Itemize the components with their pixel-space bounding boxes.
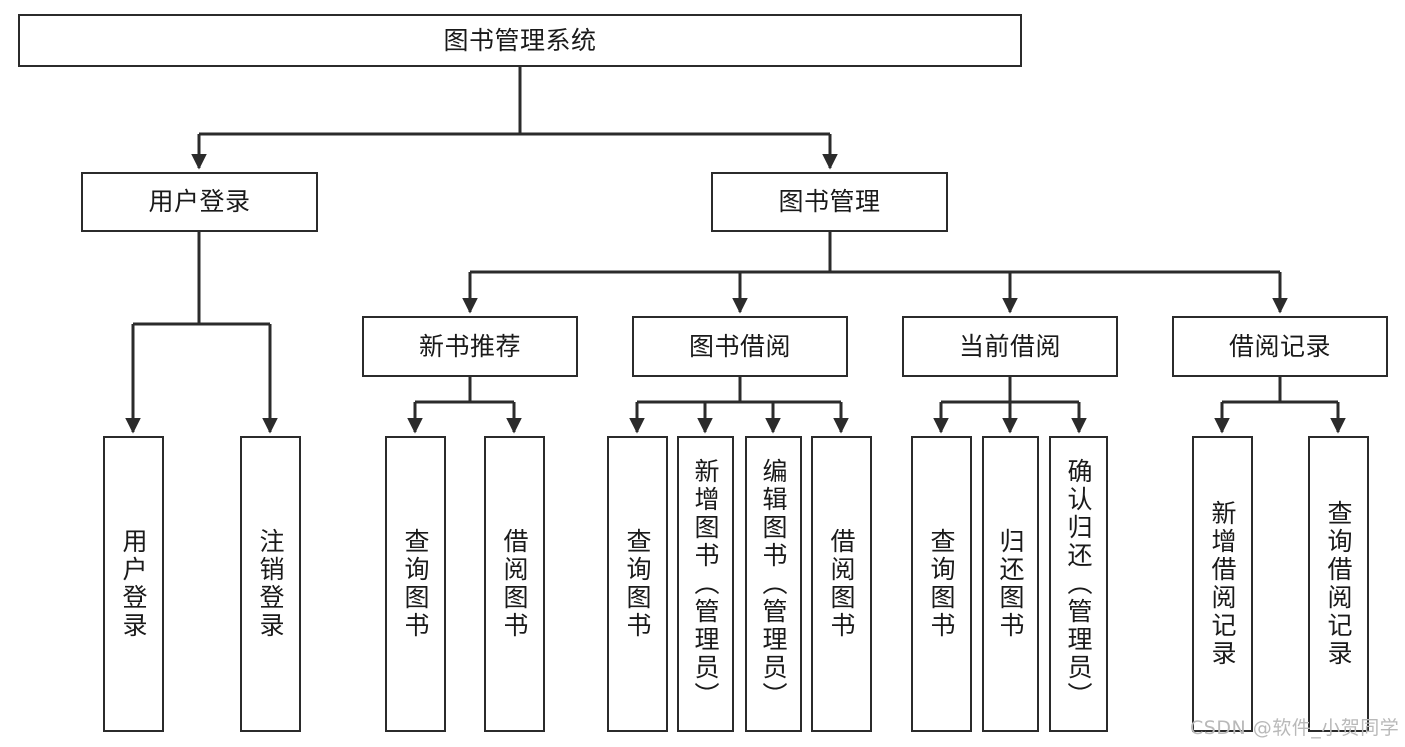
node-leaf-borrow-book-2[interactable]: 借阅图书 — [811, 436, 872, 732]
node-current-borrow-label: 当前借阅 — [958, 331, 1061, 361]
node-leaf-add-book-label: 新增图书（管理员） — [691, 458, 720, 710]
node-leaf-edit-book[interactable]: 编辑图书（管理员） — [745, 436, 802, 732]
node-leaf-query-record[interactable]: 查询借阅记录 — [1308, 436, 1369, 732]
node-leaf-borrow-book-1[interactable]: 借阅图书 — [484, 436, 545, 732]
node-root[interactable]: 图书管理系统 — [18, 14, 1022, 67]
node-current-borrow[interactable]: 当前借阅 — [902, 316, 1118, 377]
node-book-borrow[interactable]: 图书借阅 — [632, 316, 848, 377]
node-leaf-query-book-3[interactable]: 查询图书 — [911, 436, 972, 732]
node-leaf-borrow-book-1-label: 借阅图书 — [500, 528, 529, 640]
node-borrow-record[interactable]: 借阅记录 — [1172, 316, 1388, 377]
node-leaf-confirm-return-label: 确认归还（管理员） — [1064, 458, 1093, 710]
node-new-book-recommend-label: 新书推荐 — [418, 331, 521, 361]
node-leaf-borrow-book-2-label: 借阅图书 — [827, 528, 856, 640]
node-leaf-add-record[interactable]: 新增借阅记录 — [1192, 436, 1253, 732]
node-leaf-user-login-label: 用户登录 — [119, 528, 148, 640]
node-leaf-edit-book-label: 编辑图书（管理员） — [759, 458, 788, 710]
node-leaf-user-login[interactable]: 用户登录 — [103, 436, 164, 732]
node-leaf-user-logout[interactable]: 注销登录 — [240, 436, 301, 732]
node-leaf-add-record-label: 新增借阅记录 — [1208, 500, 1237, 668]
node-new-book-recommend[interactable]: 新书推荐 — [362, 316, 578, 377]
node-leaf-user-logout-label: 注销登录 — [256, 528, 285, 640]
node-book-manage-label: 图书管理 — [778, 187, 881, 217]
csdn-watermark: CSDN @软件_小贺同学 — [1190, 717, 1400, 739]
node-leaf-confirm-return[interactable]: 确认归还（管理员） — [1049, 436, 1108, 732]
node-leaf-query-book-3-label: 查询图书 — [927, 528, 956, 640]
node-leaf-return-book-label: 归还图书 — [996, 528, 1025, 640]
node-leaf-query-book-1-label: 查询图书 — [401, 528, 430, 640]
node-borrow-record-label: 借阅记录 — [1228, 331, 1331, 361]
node-book-manage[interactable]: 图书管理 — [711, 172, 948, 232]
node-leaf-add-book[interactable]: 新增图书（管理员） — [677, 436, 734, 732]
node-leaf-query-book-1[interactable]: 查询图书 — [385, 436, 446, 732]
node-leaf-query-book-2[interactable]: 查询图书 — [607, 436, 668, 732]
node-user-login-label: 用户登录 — [148, 187, 251, 217]
node-root-label: 图书管理系统 — [443, 25, 597, 55]
node-user-login[interactable]: 用户登录 — [81, 172, 318, 232]
node-leaf-query-record-label: 查询借阅记录 — [1324, 500, 1353, 668]
node-book-borrow-label: 图书借阅 — [688, 331, 791, 361]
node-leaf-query-book-2-label: 查询图书 — [623, 528, 652, 640]
node-leaf-return-book[interactable]: 归还图书 — [982, 436, 1039, 732]
